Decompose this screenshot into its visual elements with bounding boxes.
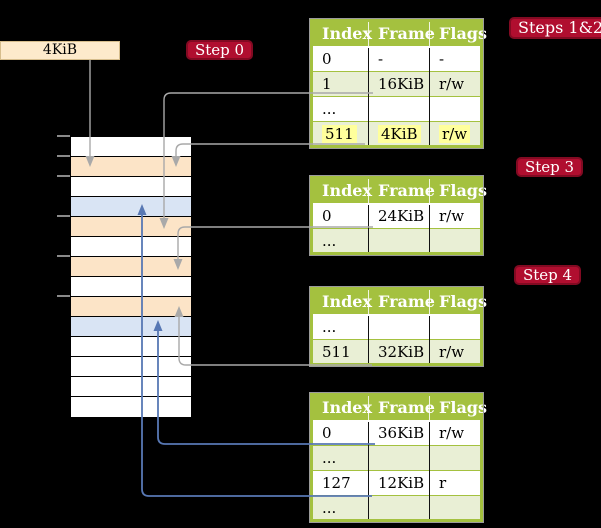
label-steps-1-2: Steps 1&2 xyxy=(509,17,601,39)
table-cell: r/w xyxy=(439,207,465,226)
column-header-frame: Frame xyxy=(368,288,435,316)
memory-frame-row xyxy=(71,177,191,197)
table-cell: - xyxy=(439,50,445,69)
memory-column xyxy=(70,136,192,418)
table-row: ... xyxy=(311,96,482,122)
memory-frame-row xyxy=(71,157,191,177)
table-cell xyxy=(430,315,482,340)
memory-frame-row xyxy=(71,277,191,297)
table-cell: - xyxy=(368,46,430,72)
column-header-frame: Frame xyxy=(368,20,435,48)
label-step-0: Step 0 xyxy=(186,40,254,60)
table-cell xyxy=(368,314,430,340)
memory-frame-row xyxy=(71,397,191,417)
table-cell: r/w xyxy=(429,121,482,147)
table-cell xyxy=(368,228,430,254)
column-header-frame: Frame xyxy=(368,394,435,422)
column-header-index: Index xyxy=(311,288,372,316)
table-cell: r xyxy=(429,470,482,496)
table-cell: 16KiB xyxy=(368,71,430,97)
memory-frame-row xyxy=(71,297,191,317)
table-cell xyxy=(368,445,430,471)
table-cell: 32KiB xyxy=(368,339,430,365)
column-header-frame: Frame xyxy=(368,177,435,205)
table-row: ... xyxy=(311,314,482,340)
table-cell: ... xyxy=(311,314,369,340)
column-header-flags: Flags xyxy=(429,288,487,316)
table-cell xyxy=(429,445,482,471)
table-cell: ... xyxy=(311,495,369,521)
table-cell: 1 xyxy=(311,71,369,97)
column-header-index: Index xyxy=(311,177,372,205)
table-cell xyxy=(429,228,482,254)
table-cell: 0 xyxy=(311,420,369,446)
column-header-index: Index xyxy=(311,394,372,422)
memory-frame-row xyxy=(71,377,191,397)
table-cell: ... xyxy=(311,96,369,122)
label-step-3: Step 3 xyxy=(516,157,584,177)
column-header-flags: Flags xyxy=(429,20,487,48)
table-row: ... xyxy=(311,495,482,521)
table-cell xyxy=(368,96,430,122)
cr3-pointer-box: 4KiB xyxy=(0,41,120,60)
memory-frame-row xyxy=(71,137,191,157)
table-cell: 36KiB xyxy=(368,420,430,446)
memory-frame-row xyxy=(71,257,191,277)
table-cell: 12KiB xyxy=(368,470,430,496)
table-cell: 24KiB xyxy=(368,203,430,229)
column-header-flags: Flags xyxy=(429,394,487,422)
table-cell: 127 xyxy=(311,470,369,496)
table-cell: ... xyxy=(311,445,369,471)
table-row: 0-- xyxy=(311,46,482,72)
table-cell: r/w xyxy=(429,71,482,97)
memory-frame-row xyxy=(71,337,191,357)
memory-frame-row xyxy=(71,237,191,257)
memory-address-tick xyxy=(57,215,70,217)
table-cell xyxy=(429,96,482,122)
table-cell xyxy=(368,495,430,521)
table-cell: r/w xyxy=(439,424,465,443)
table-cell: 511 xyxy=(311,121,369,147)
table-cell: 4KiB xyxy=(368,121,430,147)
memory-frame-row xyxy=(71,217,191,237)
memory-frame-row xyxy=(71,197,191,217)
label-step-4: Step 4 xyxy=(514,265,582,285)
memory-address-tick xyxy=(57,155,70,157)
table-cell xyxy=(429,495,482,521)
table-cell: ... xyxy=(311,228,369,254)
table-row: ... xyxy=(311,228,482,254)
memory-frame-row xyxy=(71,317,191,337)
table-cell: 511 xyxy=(311,339,369,365)
memory-address-tick xyxy=(57,255,70,257)
table-cell: r/w xyxy=(429,339,482,365)
table-cell: 0 xyxy=(311,46,369,72)
memory-frame-row xyxy=(71,357,191,377)
table-cell: 0 xyxy=(311,203,369,229)
column-header-index: Index xyxy=(311,20,372,48)
memory-address-tick xyxy=(57,135,70,137)
memory-address-tick xyxy=(57,295,70,297)
table-row: ... xyxy=(311,445,482,471)
memory-address-tick xyxy=(57,175,70,177)
column-header-flags: Flags xyxy=(429,177,487,205)
